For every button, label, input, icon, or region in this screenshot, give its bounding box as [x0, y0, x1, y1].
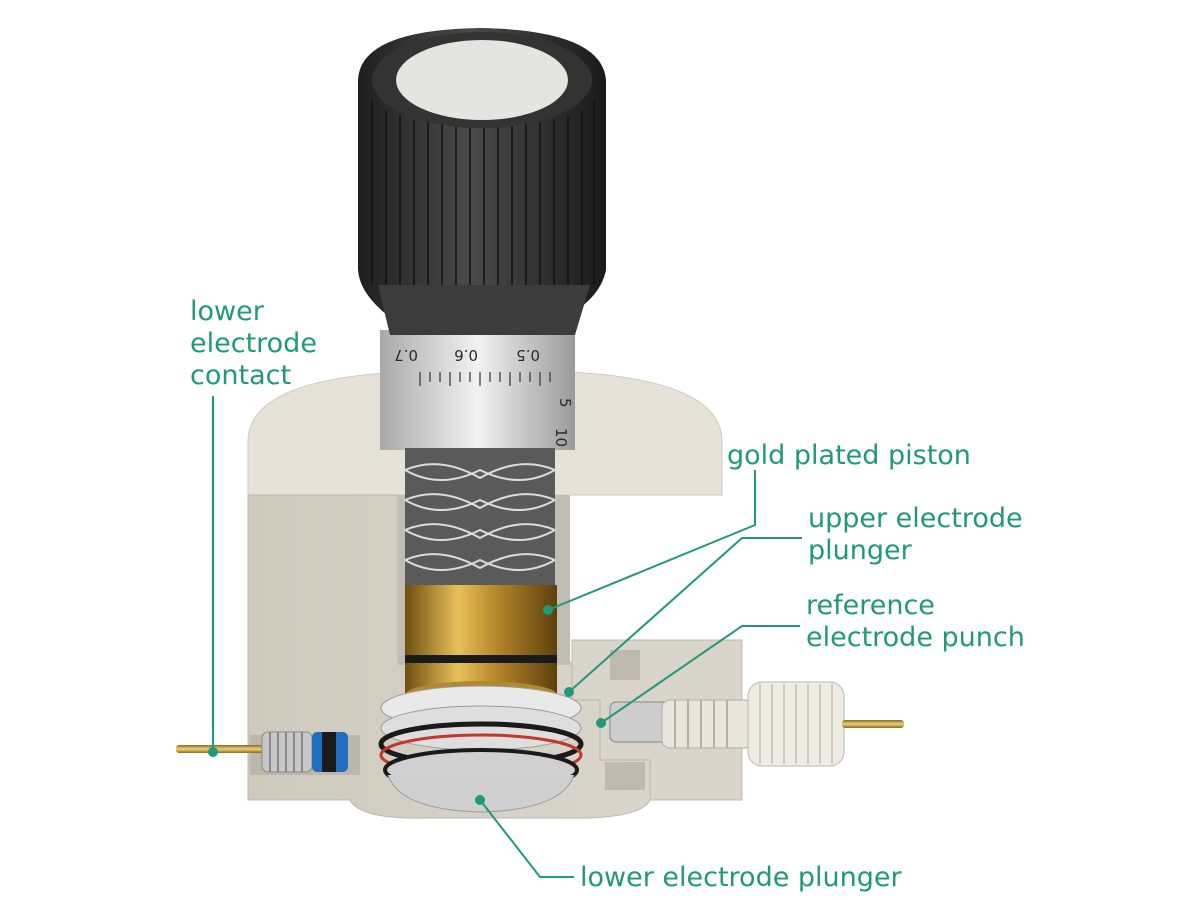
- label-line: electrode punch: [806, 622, 1025, 653]
- leader-dot: [564, 687, 574, 697]
- label-line: plunger: [808, 535, 912, 566]
- leader-dot: [543, 605, 553, 615]
- leader-lower-plunger: [479, 799, 574, 878]
- label-gold-plated-piston: gold plated piston: [727, 440, 971, 472]
- leader-dot: [475, 795, 485, 805]
- scale-number: 0.6: [454, 346, 478, 364]
- label-line: contact: [190, 360, 292, 391]
- leader-ref: [600, 625, 800, 724]
- leader-upper: [568, 537, 802, 693]
- spring-column: [405, 448, 555, 588]
- leader-gold: [547, 470, 756, 611]
- scale-number: 5: [556, 398, 574, 408]
- label-line: lower: [190, 296, 264, 327]
- label-reference-electrode-punch: reference electrode punch: [806, 590, 1025, 654]
- scale-number: 10: [552, 428, 570, 447]
- label-lower-electrode-contact: lower electrode contact: [190, 296, 317, 392]
- scale-number: 0.7: [394, 346, 418, 364]
- label-line: electrode: [190, 328, 317, 359]
- label-upper-electrode-plunger: upper electrode plunger: [808, 503, 1023, 567]
- knurled-knob: [358, 28, 606, 335]
- label-line: reference: [806, 590, 935, 621]
- scale-number: 0.5: [516, 346, 540, 364]
- right-reference-fitting: [609, 681, 904, 767]
- left-contact-fitting: [176, 731, 348, 773]
- leader-dot: [208, 747, 218, 757]
- label-lower-electrode-plunger: lower electrode plunger: [580, 862, 902, 894]
- plunger-discs: [378, 685, 584, 813]
- label-line: lower electrode plunger: [580, 862, 902, 893]
- label-line: gold plated piston: [727, 440, 971, 471]
- gold-piston: [405, 585, 557, 695]
- leader-dot: [596, 718, 606, 728]
- micrometer-sleeve: [380, 330, 575, 450]
- label-line: upper electrode: [808, 503, 1023, 534]
